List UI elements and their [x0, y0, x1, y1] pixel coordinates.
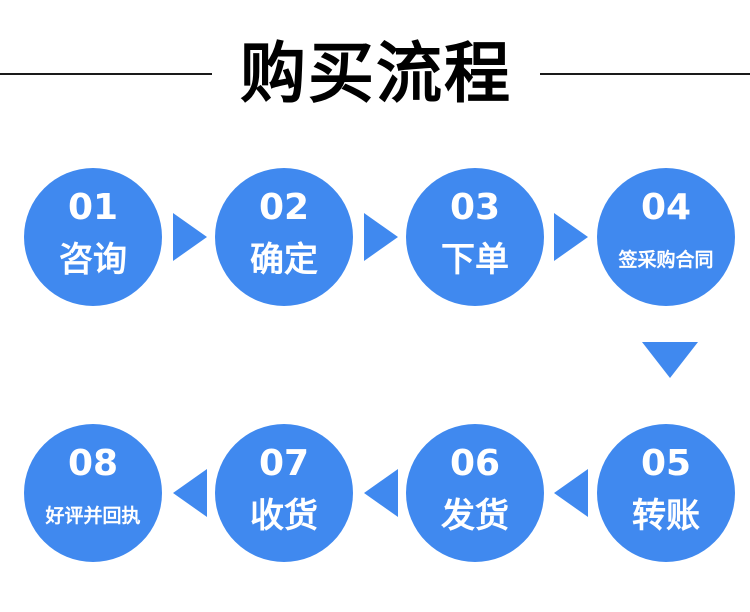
step-number: 02 [258, 187, 310, 228]
arrow-right-icon [364, 213, 398, 261]
step-number: 08 [67, 443, 119, 484]
step-label: 下单 [441, 240, 509, 280]
step-label: 转账 [632, 496, 700, 536]
arrow-right-icon [554, 213, 588, 261]
step-07-circle: 07 收货 [215, 424, 353, 562]
step-number: 03 [449, 187, 501, 228]
step-label: 咨询 [59, 240, 127, 280]
title-divider-right [540, 73, 750, 75]
step-label: 发货 [441, 496, 509, 536]
step-label: 收货 [250, 496, 318, 536]
arrow-right-icon [173, 213, 207, 261]
arrow-left-icon [364, 469, 398, 517]
step-03-circle: 03 下单 [406, 168, 544, 306]
step-06-circle: 06 发货 [406, 424, 544, 562]
step-08-circle: 08 好评并回执 [24, 424, 162, 562]
step-02-circle: 02 确定 [215, 168, 353, 306]
step-05-circle: 05 转账 [597, 424, 735, 562]
step-number: 07 [258, 443, 310, 484]
step-number: 04 [640, 187, 692, 228]
step-number: 01 [67, 187, 119, 228]
step-label: 签采购合同 [618, 249, 714, 271]
step-01-circle: 01 咨询 [24, 168, 162, 306]
step-04-circle: 04 签采购合同 [597, 168, 735, 306]
arrow-down-icon [642, 342, 698, 378]
page-title: 购买流程 [240, 35, 512, 112]
step-label: 确定 [250, 240, 318, 280]
step-number: 05 [640, 443, 692, 484]
step-number: 06 [449, 443, 501, 484]
arrow-left-icon [173, 469, 207, 517]
step-label: 好评并回执 [45, 505, 141, 527]
title-divider-left [0, 73, 212, 75]
arrow-left-icon [554, 469, 588, 517]
